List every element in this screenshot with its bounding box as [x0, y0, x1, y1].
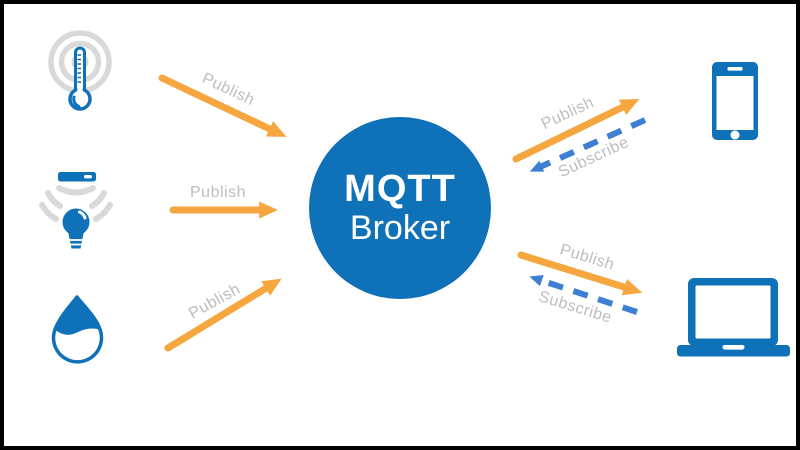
temperature-sensor-icon [48, 30, 112, 111]
subscribe-arrow-right-top [529, 117, 647, 172]
water-drop-icon [51, 295, 104, 364]
broker-subtitle: Broker [349, 209, 451, 247]
thermometer-icon [68, 46, 92, 111]
broker-title: MQTT [344, 168, 456, 210]
mqtt-broker-circle [309, 117, 491, 299]
publish-arrow-left-top [158, 74, 287, 137]
publish-arrow-right-top [512, 98, 640, 163]
subscribe-arrow-right-bottom [529, 274, 638, 315]
broker-label-block: MQTT Broker [344, 169, 456, 247]
smartphone-icon [712, 62, 758, 140]
laptop-icon [677, 278, 790, 357]
smart-lightbulb-icon [39, 172, 113, 249]
publish-label-left-middle: Publish [190, 184, 246, 201]
diagram-graphics [39, 30, 790, 364]
signal-waves-icon [39, 185, 113, 222]
publish-arrow-left-bottom [164, 278, 282, 352]
publish-arrow-right-bottom [517, 251, 643, 296]
